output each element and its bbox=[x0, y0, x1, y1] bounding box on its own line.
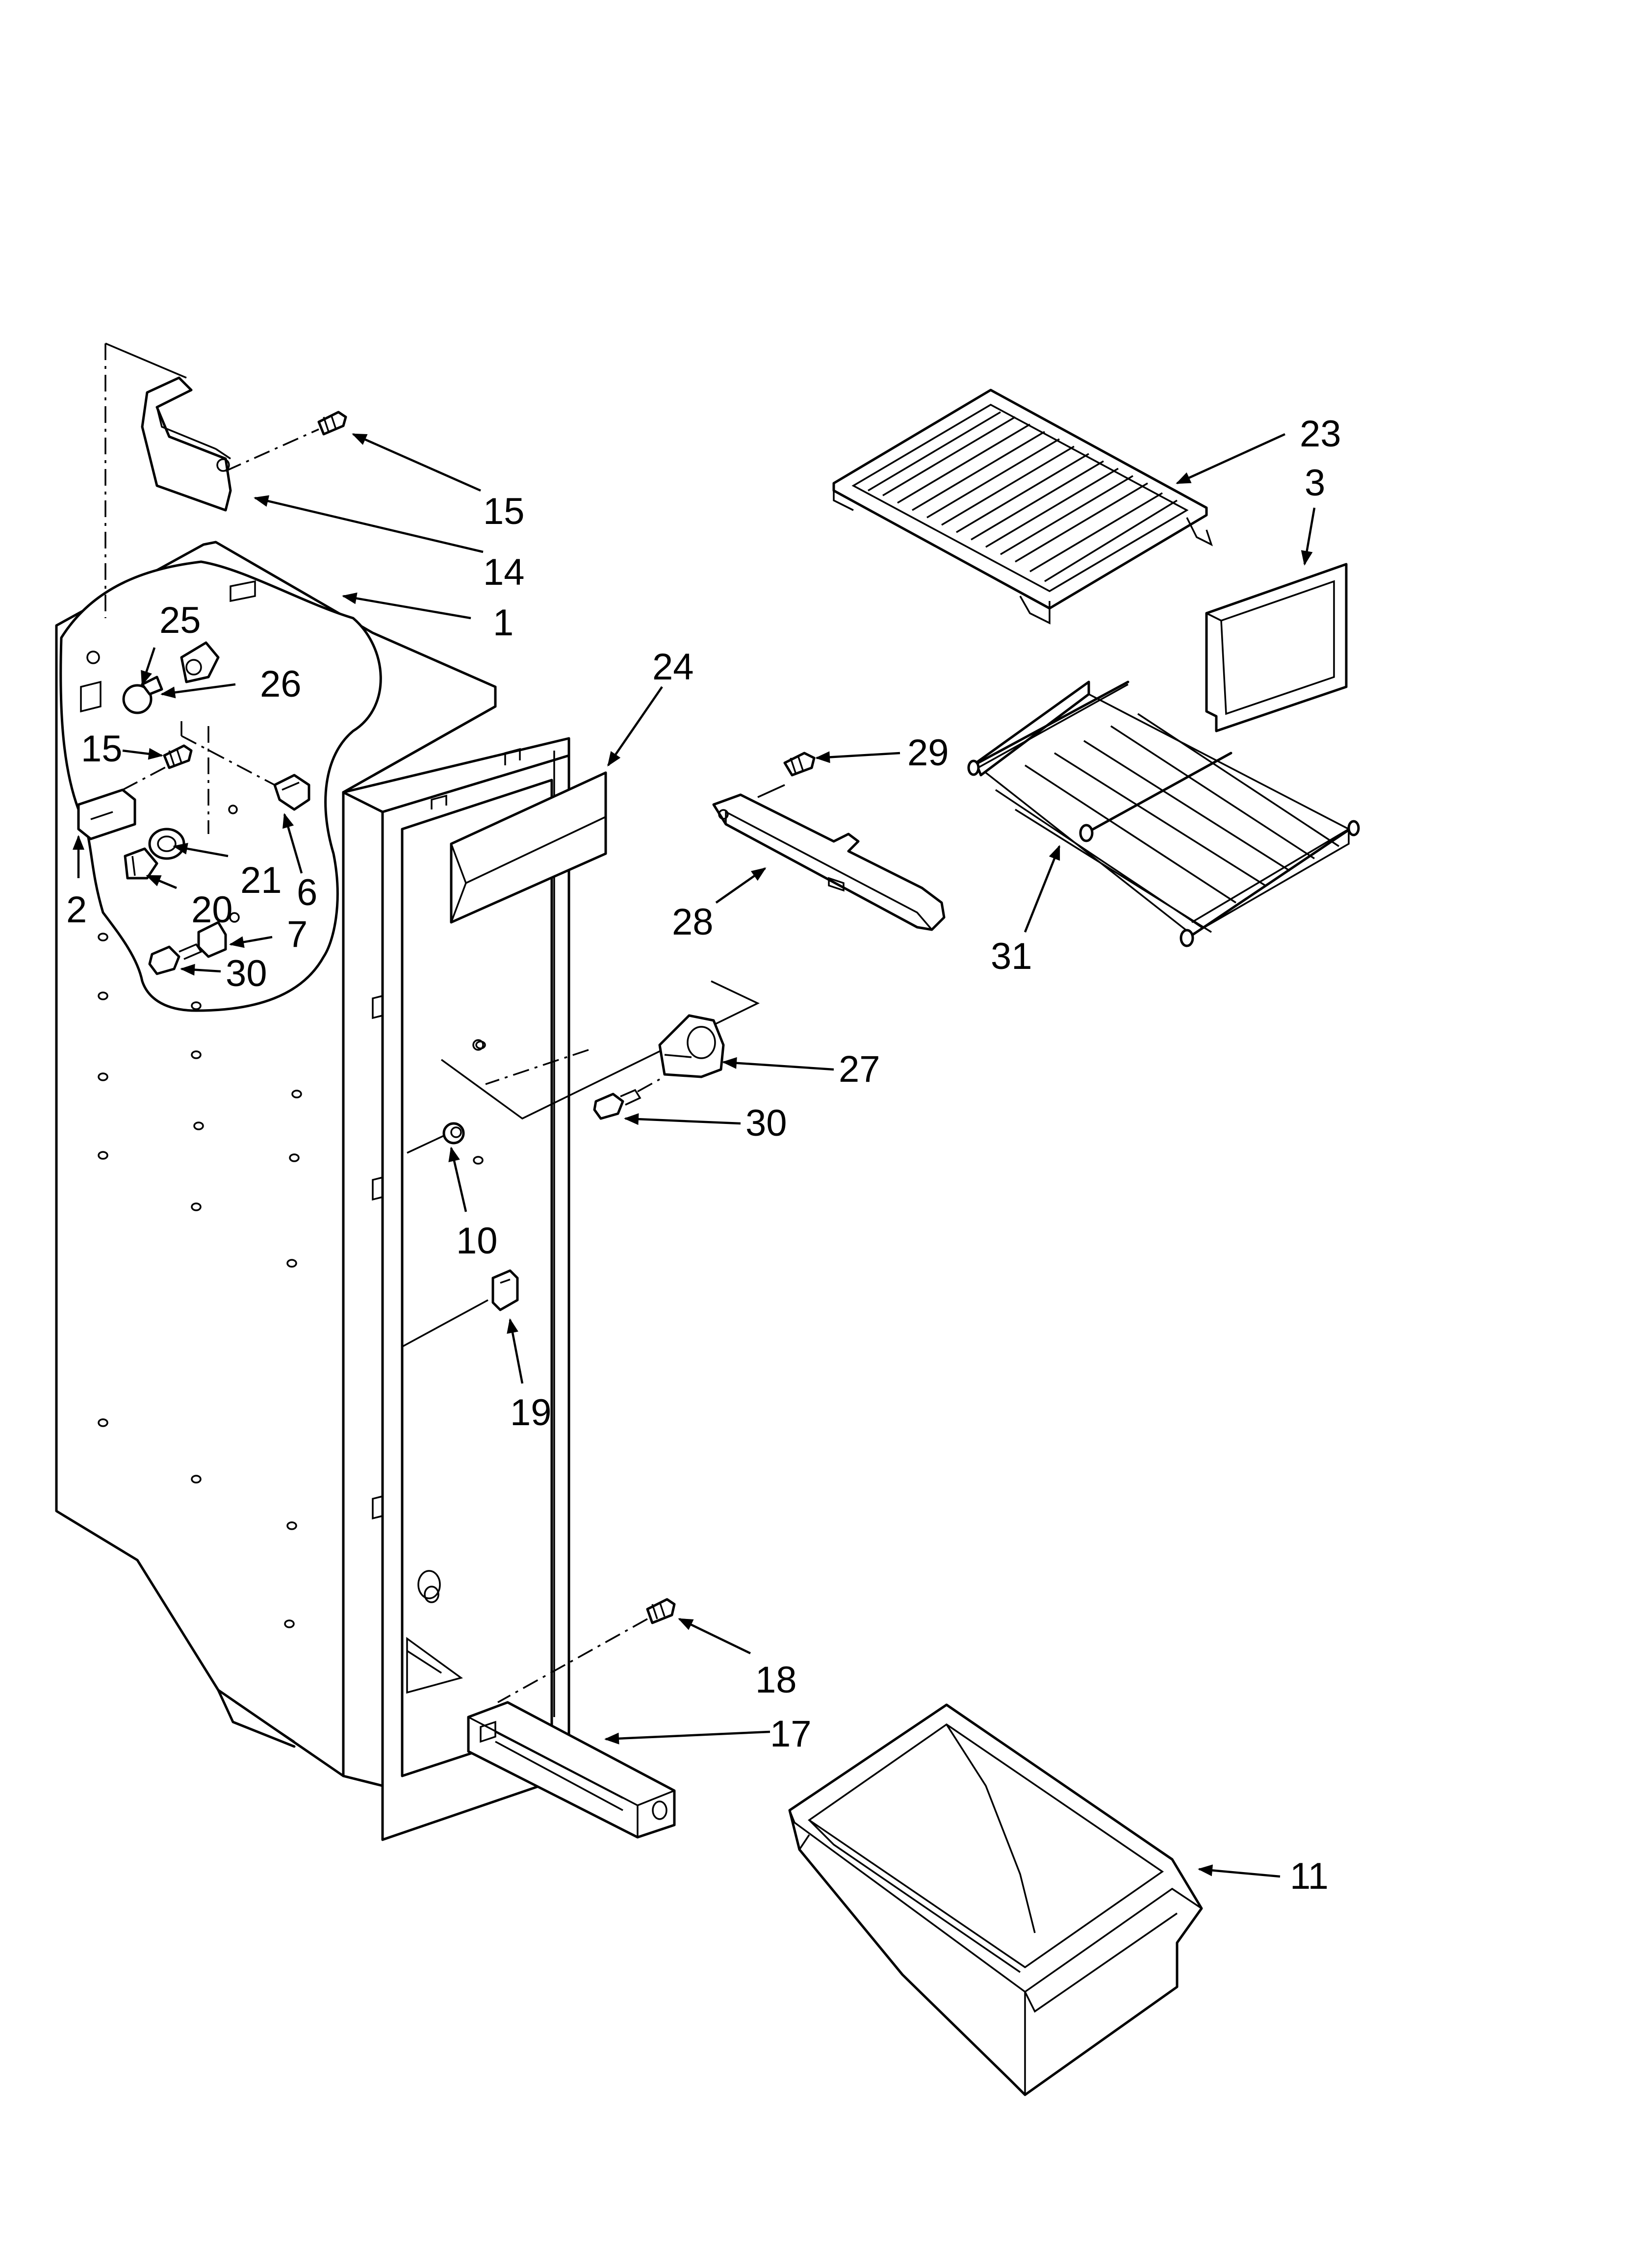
callout-1: 1 bbox=[493, 602, 513, 644]
callout-27: 27 bbox=[839, 1048, 880, 1090]
bracket-part-2 bbox=[77, 764, 170, 840]
callout-3: 3 bbox=[1305, 462, 1325, 504]
callout-30-left: 30 bbox=[226, 953, 267, 994]
cutaway-view bbox=[59, 560, 382, 1012]
callout-6: 6 bbox=[297, 872, 317, 913]
callout-26: 26 bbox=[260, 663, 302, 705]
callout-15-top: 15 bbox=[483, 491, 525, 532]
callout-23: 23 bbox=[1300, 413, 1341, 455]
callout-25: 25 bbox=[159, 600, 201, 641]
callout-18: 18 bbox=[755, 1659, 797, 1701]
callout-29: 29 bbox=[907, 732, 949, 774]
liner-holes bbox=[98, 933, 486, 1628]
callout-11: 11 bbox=[1290, 1855, 1329, 1897]
screw-part-30-left bbox=[148, 943, 203, 975]
callout-17: 17 bbox=[770, 1713, 812, 1755]
screw-part-15-left bbox=[163, 744, 193, 769]
callout-14: 14 bbox=[483, 551, 525, 593]
callout-20: 20 bbox=[191, 889, 233, 931]
callout-arrows bbox=[73, 433, 1316, 1878]
button-part-10 bbox=[407, 1122, 465, 1154]
callout-10: 10 bbox=[456, 1220, 498, 1262]
screw-part-29 bbox=[783, 752, 816, 777]
wire-shelf-part-31 bbox=[967, 680, 1360, 947]
callout-21: 21 bbox=[240, 860, 282, 901]
screw-part-30-right bbox=[593, 1078, 660, 1120]
hinge-part-14 bbox=[104, 342, 232, 618]
callout-15-left: 15 bbox=[81, 728, 123, 770]
switch-part-19 bbox=[402, 1269, 519, 1348]
trim-part-24 bbox=[450, 771, 607, 924]
ice-bin-part-11 bbox=[788, 1703, 1203, 2096]
callout-2: 2 bbox=[66, 889, 87, 931]
shelf-part-23 bbox=[832, 389, 1213, 625]
cover-part-17 bbox=[467, 1701, 676, 1839]
callout-labels: 15 14 1 25 26 15 2 21 20 6 7 30 24 23 3 … bbox=[66, 413, 1341, 1897]
callout-28: 28 bbox=[672, 901, 714, 943]
divider-part-3 bbox=[1205, 563, 1348, 732]
callout-30-right: 30 bbox=[745, 1102, 787, 1144]
screw-part-15-top bbox=[225, 411, 347, 472]
control-housing-part-27 bbox=[440, 980, 760, 1120]
callout-24: 24 bbox=[652, 646, 694, 688]
light-socket-part-25 bbox=[180, 641, 220, 683]
screw-part-18 bbox=[497, 1598, 676, 1703]
shelf-bracket-part-28 bbox=[712, 784, 946, 931]
sensor-part-6 bbox=[181, 735, 310, 811]
callout-19: 19 bbox=[510, 1392, 552, 1434]
callout-7: 7 bbox=[287, 913, 308, 955]
knob-part-20 bbox=[124, 847, 158, 880]
callout-31: 31 bbox=[991, 936, 1032, 977]
